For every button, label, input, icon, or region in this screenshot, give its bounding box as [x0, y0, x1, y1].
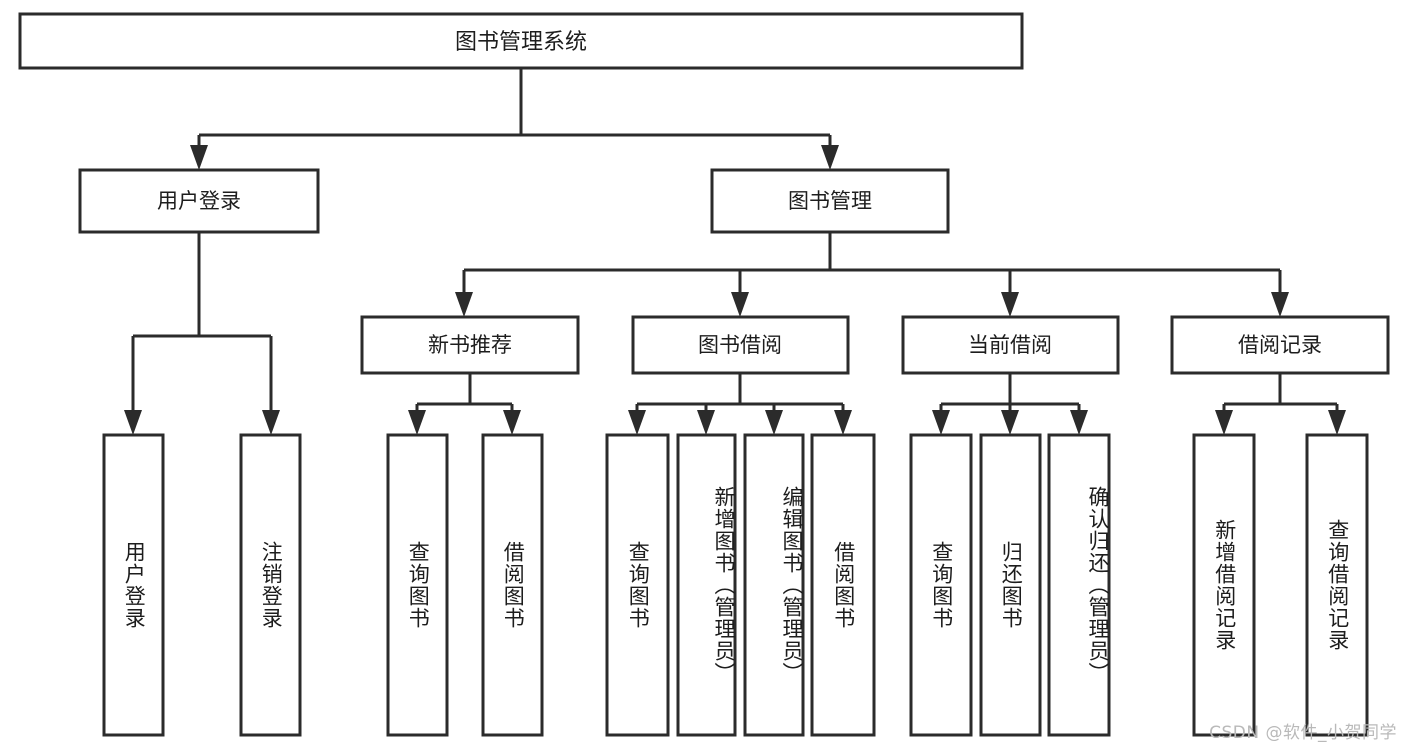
- node-book-borrow-box[interactable]: [631, 315, 850, 375]
- node-leaf-query-book-3-box[interactable]: [909, 433, 973, 737]
- node-root-box[interactable]: [18, 12, 1024, 70]
- arrow-borrowrecord-leaf-2: [1328, 410, 1346, 435]
- node-leaf-user-login-box[interactable]: [102, 433, 165, 737]
- arrow-bookmanage-to-borrow-record: [1271, 292, 1289, 317]
- node-user-login-label: 用户登录: [157, 189, 241, 213]
- node-leaf-edit-book-box[interactable]: [743, 433, 805, 737]
- node-book-manage-label: 图书管理: [788, 189, 872, 213]
- node-leaf-add-borrow-record-box[interactable]: [1192, 433, 1256, 737]
- node-leaf-borrow-book-2-box[interactable]: [810, 433, 876, 737]
- csdn-watermark: CSDN @软件_小贺同学: [1209, 723, 1397, 743]
- arrow-currentborrow-leaf-2: [1001, 410, 1019, 435]
- arrow-bookborrow-leaf-1: [628, 410, 646, 435]
- connector-group: [124, 68, 1346, 435]
- node-borrow-record-label: 借阅记录: [1238, 333, 1322, 357]
- arrow-bookborrow-leaf-3: [765, 410, 783, 435]
- node-borrow-record-box[interactable]: [1170, 315, 1390, 375]
- arrow-currentborrow-leaf-3: [1070, 410, 1088, 435]
- arrow-newbook-leaf-2: [503, 410, 521, 435]
- node-current-borrow[interactable]: 当前借阅: [901, 315, 1120, 375]
- node-book-borrow-label: 图书借阅: [698, 333, 782, 357]
- node-borrow-record[interactable]: 借阅记录: [1170, 315, 1390, 375]
- node-leaf-confirm-return-box[interactable]: [1047, 433, 1111, 737]
- node-root-label: 图书管理系统: [455, 30, 587, 55]
- node-leaf-query-book-2-box[interactable]: [605, 433, 670, 737]
- arrow-borrowrecord-leaf-1: [1215, 410, 1233, 435]
- node-leaf-user-logout-box[interactable]: [239, 433, 302, 737]
- node-current-borrow-box[interactable]: [901, 315, 1120, 375]
- node-book-manage[interactable]: 图书管理: [710, 168, 950, 234]
- arrow-bookmanage-to-new-book-recommend: [455, 292, 473, 317]
- node-new-book-recommend-label: 新书推荐: [428, 333, 512, 357]
- arrow-root-to-user-login: [190, 145, 208, 170]
- node-current-borrow-label: 当前借阅: [968, 333, 1052, 357]
- node-book-manage-box[interactable]: [710, 168, 950, 234]
- leaf-box-group: [102, 433, 1369, 737]
- node-leaf-query-borrow-record-box[interactable]: [1305, 433, 1369, 737]
- arrow-newbook-leaf-1: [408, 410, 426, 435]
- arrow-currentborrow-leaf-1: [932, 410, 950, 435]
- node-new-book-recommend[interactable]: 新书推荐: [360, 315, 580, 375]
- arrow-bookmanage-to-book-borrow: [731, 292, 749, 317]
- node-leaf-add-book-box[interactable]: [676, 433, 737, 737]
- node-user-login[interactable]: 用户登录: [78, 168, 320, 234]
- arrow-bookborrow-leaf-4: [834, 410, 852, 435]
- arrow-userlogin-leaf-2: [262, 410, 280, 435]
- node-leaf-return-book-box[interactable]: [979, 433, 1042, 737]
- arrow-userlogin-leaf-1: [124, 410, 142, 435]
- node-leaf-query-book-1-box[interactable]: [386, 433, 449, 737]
- node-book-borrow[interactable]: 图书借阅: [631, 315, 850, 375]
- node-leaf-borrow-book-1-box[interactable]: [481, 433, 544, 737]
- arrow-root-to-book-manage: [821, 145, 839, 170]
- node-root[interactable]: 图书管理系统: [18, 12, 1024, 70]
- node-user-login-box[interactable]: [78, 168, 320, 234]
- arrow-bookmanage-to-current-borrow: [1001, 292, 1019, 317]
- arrow-bookborrow-leaf-2: [697, 410, 715, 435]
- node-new-book-recommend-box[interactable]: [360, 315, 580, 375]
